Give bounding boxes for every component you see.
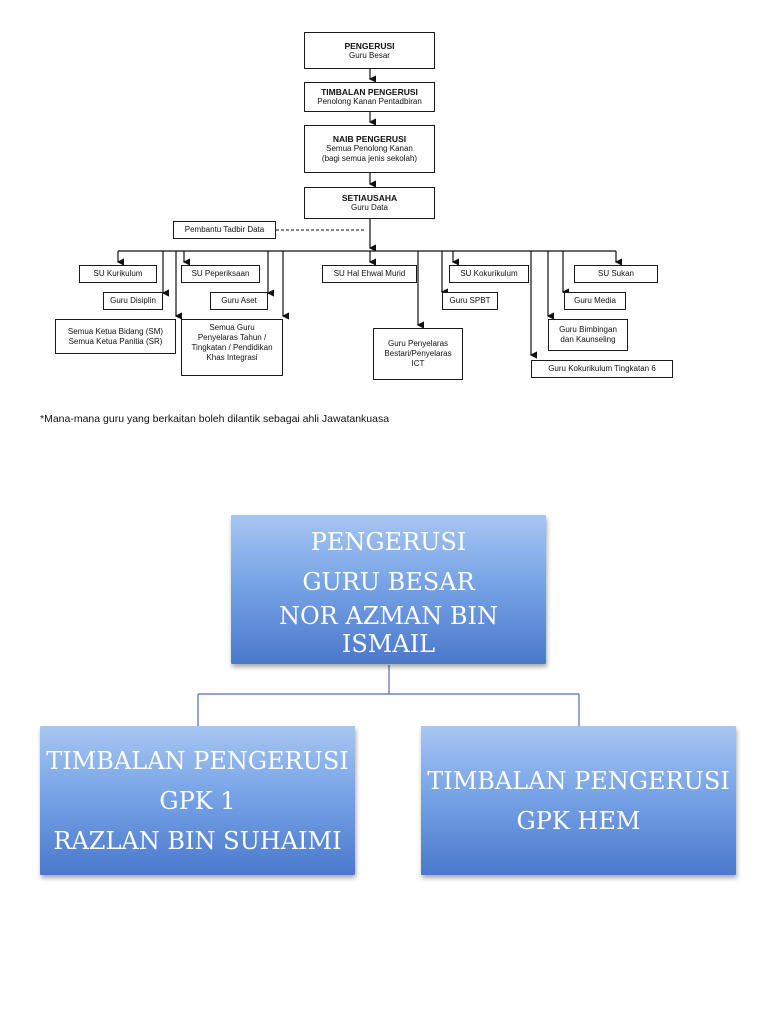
- box-pengerusi: PENGERUSI Guru Besar: [304, 32, 435, 69]
- bestari-l3: ICT: [411, 359, 425, 368]
- box-pengerusi-main: PENGERUSI GURU BESAR NOR AZMAN BIN ISMAI…: [231, 515, 546, 664]
- box-koko-t6: Guru Kokurikulum Tingkatan 6: [531, 360, 673, 378]
- pengerusi-main-line2: GURU BESAR: [302, 567, 475, 596]
- setiausaha-sub: Guru Data: [351, 203, 388, 212]
- timbalan-title: TIMBALAN PENGERUSI: [321, 87, 418, 97]
- pengerusi-sub: Guru Besar: [349, 50, 390, 60]
- su-kokurikulum-label: SU Kokurikulum: [460, 269, 518, 278]
- top-chart-connectors: [116, 69, 622, 359]
- penyelaras-l4: Khas Integrasi: [206, 353, 258, 362]
- box-pembantu: Pembantu Tadbir Data: [173, 221, 276, 239]
- su-kurikulum-label: SU Kurikulum: [93, 269, 143, 278]
- footnote: *Mana-mana guru yang berkaitan boleh dil…: [40, 413, 390, 425]
- box-su-peperiksaan: SU Peperiksaan: [181, 265, 260, 283]
- box-ketua: Semua Ketua Bidang (SM) Semua Ketua Pani…: [55, 319, 176, 354]
- su-sukan-label: SU Sukan: [597, 269, 635, 278]
- bestari-l2: Bestari/Penyelaras: [384, 349, 452, 358]
- naib-title: NAIB PENGERUSI: [332, 134, 407, 144]
- box-su-sukan: SU Sukan: [574, 265, 658, 283]
- pengerusi-main-line3: NOR AZMAN BIN ISMAIL: [278, 601, 499, 658]
- gpk1-line3: RAZLAN BIN SUHAIMI: [53, 826, 342, 855]
- penyelaras-l2: Penyelaras Tahun /: [197, 333, 267, 342]
- box-guru-aset: Guru Aset: [210, 292, 268, 310]
- gpkhem-line1: TIMBALAN PENGERUSI: [427, 766, 730, 795]
- box-bimbingan: Guru Bimbingan dan Kaunseling: [548, 319, 628, 351]
- pengerusi-main-line1: PENGERUSI: [310, 527, 467, 556]
- naib-sub1: Semua Penolong Kanan: [326, 144, 413, 153]
- guru-disiplin-label: Guru Disiplin: [110, 296, 156, 305]
- bimbingan-l1: Guru Bimbingan: [559, 325, 617, 334]
- box-timbalan-gpkhem: TIMBALAN PENGERUSI GPK HEM: [421, 726, 736, 875]
- ketua-bidang-label: Semua Ketua Bidang (SM): [67, 326, 164, 336]
- box-timbalan-gpk1: TIMBALAN PENGERUSI GPK 1 RAZLAN BIN SUHA…: [40, 726, 355, 875]
- ketua-panitia-label: Semua Ketua Panitia (SR): [68, 336, 163, 346]
- gpkhem-line2: GPK HEM: [516, 806, 641, 835]
- box-su-hem: SU Hal Ehwal Murid: [322, 265, 417, 283]
- box-setiausaha: SETIAUSAHA Guru Data: [304, 187, 435, 219]
- penyelaras-l1: Semua Guru: [209, 323, 255, 332]
- bestari-l1: Guru Penyelaras: [387, 339, 449, 348]
- box-bestari: Guru Penyelaras Bestari/Penyelaras ICT: [373, 328, 463, 380]
- su-hem-label: SU Hal Ehwal Murid: [333, 269, 406, 278]
- pengerusi-title: PENGERUSI: [344, 40, 395, 51]
- guru-spbt-label: Guru SPBT: [449, 296, 491, 305]
- naib-sub2: (bagi semua jenis sekolah): [321, 154, 418, 163]
- bimbingan-l2: dan Kaunseling: [560, 335, 616, 344]
- gpk1-line2: GPK 1: [159, 786, 236, 815]
- guru-aset-label: Guru Aset: [221, 296, 257, 305]
- penyelaras-l3: Tingkatan / Pendidikan: [191, 343, 273, 352]
- box-guru-spbt: Guru SPBT: [442, 292, 498, 310]
- su-peperiksaan-label: SU Peperiksaan: [191, 269, 250, 278]
- timbalan-sub: Penolong Kanan Pentadbiran: [317, 97, 422, 106]
- box-naib: NAIB PENGERUSI Semua Penolong Kanan (bag…: [304, 125, 435, 173]
- box-guru-disiplin: Guru Disiplin: [103, 292, 163, 310]
- box-su-kurikulum: SU Kurikulum: [79, 265, 157, 283]
- guru-media-label: Guru Media: [574, 296, 616, 305]
- box-timbalan: TIMBALAN PENGERUSI Penolong Kanan Pentad…: [304, 82, 435, 112]
- box-guru-media: Guru Media: [564, 292, 626, 310]
- pembantu-label: Pembantu Tadbir Data: [184, 225, 265, 234]
- box-su-kokurikulum: SU Kokurikulum: [449, 265, 529, 283]
- box-penyelaras: Semua Guru Penyelaras Tahun / Tingkatan …: [181, 319, 283, 376]
- gpk1-line1: TIMBALAN PENGERUSI: [46, 746, 349, 775]
- setiausaha-title: SETIAUSAHA: [341, 193, 398, 203]
- koko-t6-label: Guru Kokurikulum Tingkatan 6: [548, 364, 656, 373]
